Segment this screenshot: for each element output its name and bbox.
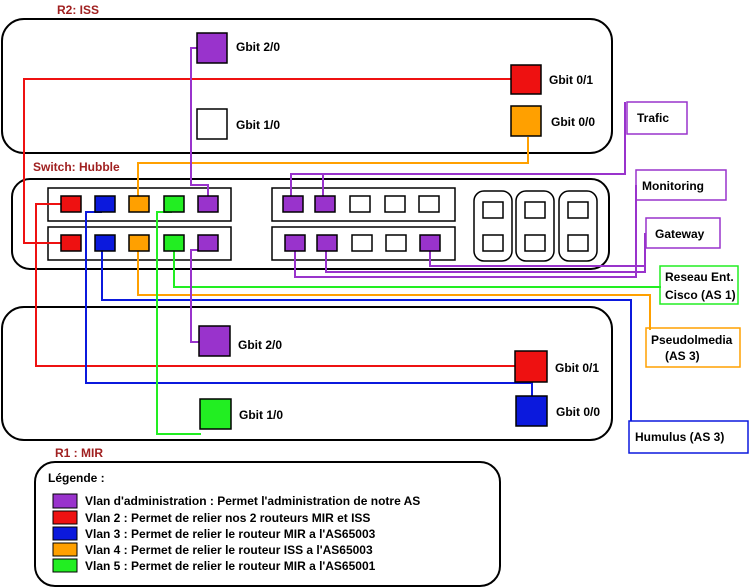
switch-port-t3 (128, 195, 150, 213)
pseudolmedia-box (645, 327, 741, 368)
vlan2-link-r2 (23, 78, 511, 244)
vlan4-link-pseudolmedia (137, 251, 651, 330)
humulus-label: Humulus (AS 3) (635, 430, 724, 444)
monitoring-label: Monitoring (642, 179, 704, 193)
legend-text: Vlan 2 : Permet de relier nos 2 routeurs… (85, 511, 370, 525)
legend-item: Vlan 4 : Permet de relier le routeur ISS… (52, 542, 373, 557)
trafic-box (626, 101, 688, 135)
switch-port-t7 (314, 195, 336, 213)
switch-port-t8 (349, 195, 371, 213)
switch-port-b9 (385, 234, 407, 252)
humulus-box (628, 420, 749, 454)
r2-port-gbit-0-1 (510, 64, 542, 95)
r1-port-gbit-0-0 (515, 395, 548, 427)
legend-item: Vlan d'administration : Permet l'adminis… (52, 493, 420, 509)
switch-port-b5 (197, 234, 219, 252)
r1-port-gbit-2-0 (198, 325, 231, 357)
switch-port-t2 (94, 195, 116, 213)
switch-port-b1 (60, 234, 82, 252)
r1-port-gbit-0-1 (514, 350, 548, 383)
switch-port-b4 (163, 234, 185, 252)
trafic-label: Trafic (637, 111, 669, 125)
legend-swatch (52, 510, 78, 525)
vlan2-link-r1 (35, 203, 515, 367)
switch-port-b3 (128, 234, 150, 252)
r1-title: R1 : MIR (55, 446, 103, 460)
admin-link-gateway-2 (429, 250, 645, 267)
r2-port-gbit-2-0 (196, 32, 228, 64)
vlan3-link-humulus (101, 251, 632, 421)
pseudolmedia-label-line2: (AS 3) (665, 349, 700, 363)
switch-port-b8 (351, 234, 373, 252)
legend-text: Vlan 5 : Permet de relier le routeur MIR… (85, 559, 376, 573)
gateway-label: Gateway (655, 227, 705, 241)
switch-port-b7 (316, 234, 338, 252)
legend-swatch (52, 493, 78, 509)
r1-port-gbit-0-0-label: Gbit 0/0 (556, 405, 600, 419)
reseau-label-line1: Reseau Ent. (665, 270, 734, 284)
legend-title: Légende : (48, 471, 105, 485)
r2-router-box (1, 18, 613, 154)
switch-port-b10 (419, 234, 441, 252)
switch-port-t9 (384, 195, 406, 213)
switch-port-t10 (418, 195, 440, 213)
switch-port-t6 (282, 195, 304, 213)
legend-swatch (52, 526, 78, 541)
switch-port-t4 (163, 195, 185, 213)
legend-text: Vlan d'administration : Permet l'adminis… (85, 494, 420, 508)
switch-uplink-slot (567, 234, 589, 252)
legend-text: Vlan 3 : Permet de relier le routeur MIR… (85, 527, 376, 541)
vlan4-link-r2 (137, 137, 529, 196)
r1-port-gbit-0-1-label: Gbit 0/1 (555, 361, 599, 375)
vlan5-link-reseau (173, 251, 661, 288)
switch-uplink-slot (567, 201, 589, 219)
admin-link-gateway (325, 233, 646, 273)
switch-title: Switch: Hubble (33, 160, 120, 174)
admin-link-trafic (290, 102, 626, 196)
admin-link-r2 (190, 47, 209, 196)
switch-port-t5 (197, 195, 219, 213)
reseau-box (659, 265, 739, 305)
switch-uplink-slot (524, 234, 546, 252)
legend-text: Vlan 4 : Permet de relier le routeur ISS… (85, 543, 373, 557)
legend-swatch (52, 558, 78, 573)
r1-port-gbit-1-0 (199, 398, 232, 430)
switch-port-t1 (60, 195, 82, 213)
r1-port-gbit-2-0-label: Gbit 2/0 (238, 338, 282, 352)
r2-title: R2: ISS (57, 3, 99, 17)
reseau-label-line2: Cisco (AS 1) (665, 288, 736, 302)
r2-port-gbit-1-0 (196, 108, 228, 140)
switch-uplink-slot (482, 234, 504, 252)
gateway-box (645, 217, 721, 249)
legend-item: Vlan 3 : Permet de relier le routeur MIR… (52, 526, 376, 541)
r2-port-gbit-2-0-label: Gbit 2/0 (236, 40, 280, 54)
legend-item: Vlan 5 : Permet de relier le routeur MIR… (52, 558, 376, 573)
switch-port-b6 (284, 234, 306, 252)
r1-router-box (1, 306, 613, 441)
r2-port-gbit-0-0 (510, 105, 542, 137)
r2-port-gbit-1-0-label: Gbit 1/0 (236, 118, 280, 132)
legend-swatch (52, 542, 78, 557)
admin-link-monitoring-2 (294, 185, 637, 278)
switch-uplink-slot (482, 201, 504, 219)
r2-port-gbit-0-1-label: Gbit 0/1 (549, 73, 593, 87)
legend-item: Vlan 2 : Permet de relier nos 2 routeurs… (52, 510, 370, 525)
switch-uplink-slot (524, 201, 546, 219)
r2-port-gbit-0-0-label: Gbit 0/0 (551, 115, 595, 129)
pseudolmedia-label-line1: Pseudolmedia (651, 333, 733, 347)
switch-port-b2 (94, 234, 116, 252)
legend-box (34, 461, 501, 587)
r1-port-gbit-1-0-label: Gbit 1/0 (239, 408, 283, 422)
